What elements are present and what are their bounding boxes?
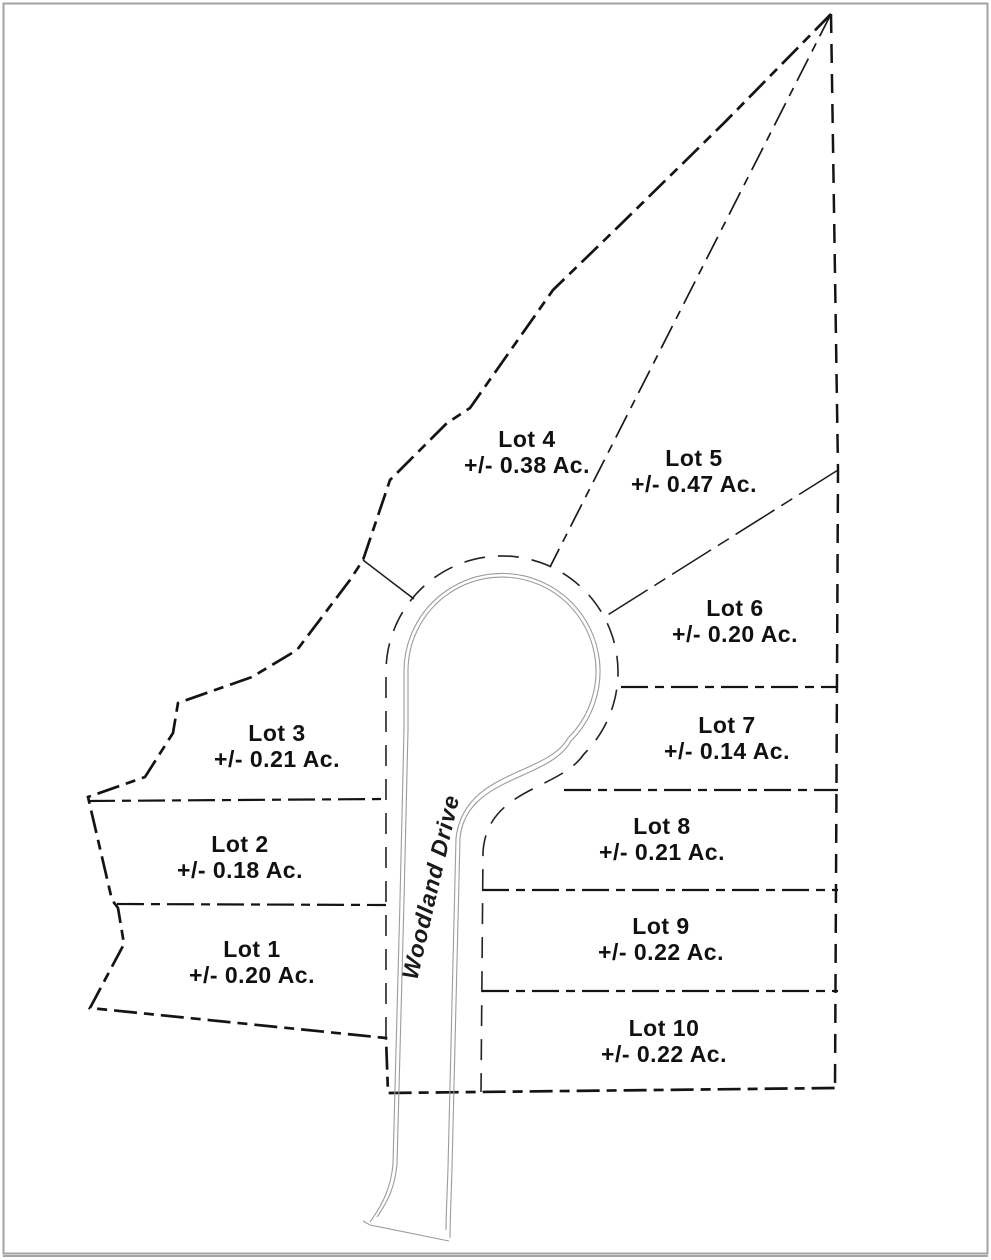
- lot-10-name: Lot 10: [628, 1015, 700, 1041]
- lot-line-3-4: [362, 559, 415, 600]
- lot-4-label: Lot 4 +/- 0.38 Ac.: [464, 426, 590, 478]
- lot-2-label: Lot 2 +/- 0.18 Ac.: [177, 831, 303, 883]
- lot-5-area: +/- 0.47 Ac.: [631, 471, 757, 497]
- lot-5-name: Lot 5: [665, 445, 723, 471]
- lot-8-name: Lot 8: [633, 813, 691, 839]
- lot-3-name: Lot 3: [248, 720, 306, 746]
- lot-3-label: Lot 3 +/- 0.21 Ac.: [214, 720, 340, 772]
- lot-1-area: +/- 0.20 Ac.: [189, 962, 315, 988]
- lot-6-area: +/- 0.20 Ac.: [672, 621, 798, 647]
- lot-5-label: Lot 5 +/- 0.47 Ac.: [631, 445, 757, 497]
- east-boundary: [829, 13, 840, 1089]
- lot-line-1-2: [116, 902, 387, 907]
- lot-9-label: Lot 9 +/- 0.22 Ac.: [598, 913, 724, 965]
- lot-9-area: +/- 0.22 Ac.: [598, 939, 724, 965]
- road-pavement-outer: [369, 572, 601, 1239]
- lot-7-area: +/- 0.14 Ac.: [664, 738, 790, 764]
- road-pavement-inner: [376, 576, 597, 1231]
- lot-6-label: Lot 6 +/- 0.20 Ac.: [672, 595, 798, 647]
- lot-line-2-3: [87, 797, 387, 803]
- lot-7-label: Lot 7 +/- 0.14 Ac.: [664, 712, 790, 764]
- lot-4-name: Lot 4: [498, 426, 556, 452]
- outer-boundary: [86, 13, 836, 1095]
- road-entrance-edge: [362, 1220, 450, 1242]
- lot-2-name: Lot 2: [211, 831, 269, 857]
- lot-line-5-6: [605, 469, 839, 617]
- lot-line-4-5: [549, 13, 832, 568]
- lot-1-label: Lot 1 +/- 0.20 Ac.: [189, 936, 315, 988]
- lot-8-label: Lot 8 +/- 0.21 Ac.: [599, 813, 725, 865]
- lot-10-label: Lot 10 +/- 0.22 Ac.: [601, 1015, 727, 1067]
- lot-7-name: Lot 7: [698, 712, 756, 738]
- lot-2-area: +/- 0.18 Ac.: [177, 857, 303, 883]
- lot-10-area: +/- 0.22 Ac.: [601, 1041, 727, 1067]
- lot-6-name: Lot 6: [706, 595, 764, 621]
- lot-4-area: +/- 0.38 Ac.: [464, 452, 590, 478]
- lot-1-name: Lot 1: [223, 936, 281, 962]
- road-right-of-way: [385, 555, 619, 1093]
- lot-8-area: +/- 0.21 Ac.: [599, 839, 725, 865]
- lot-3-area: +/- 0.21 Ac.: [214, 746, 340, 772]
- lot-9-name: Lot 9: [632, 913, 690, 939]
